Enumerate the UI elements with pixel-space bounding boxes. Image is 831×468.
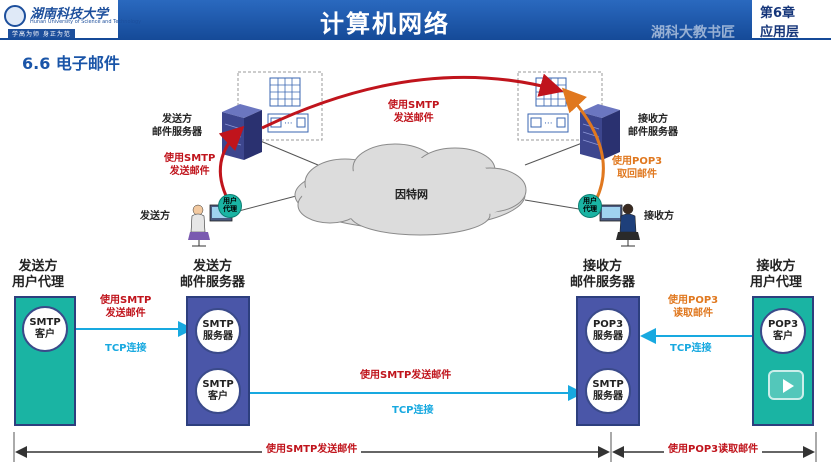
logo-chinese-name: 湖南科技大学 [30,7,109,22]
pop3-retrieve-arrow [561,87,605,201]
logo-english-name: Hunan University of Science and Technolo… [30,19,142,25]
network-links [234,139,591,213]
span-right-label: 使用POP3读取邮件 [664,444,763,457]
section-title: 6.6 电子邮件 [22,54,120,73]
header-bar [0,0,831,40]
sender-agent-badge: 用户代理 [218,194,242,218]
sender-server-label: 发送方邮件服务器 [152,114,202,138]
chapter-name: 应用层 [760,25,800,40]
university-logo-icon [4,5,26,27]
arrow2-conn: TCP连接 [392,405,434,416]
smtp-submit-arrow [218,125,245,201]
sender-label: 发送方 [140,211,170,222]
chapter-box [752,0,831,40]
play-triangle [783,379,794,393]
user-computer-icon [599,203,640,247]
server-icon [222,104,262,160]
server-icon [580,104,620,160]
col2-title: 发送方邮件服务器 [180,259,246,291]
span-left-label: 使用SMTP发送邮件 [262,444,362,457]
receiver-server-label: 接收方邮件服务器 [628,114,678,138]
university-logo: 湖南科技大学 Hunan University of Science and T… [0,0,141,40]
col3-title: 接收方邮件服务器 [570,259,636,291]
watermark: 湖科大教书匠 [651,25,735,41]
arrow3-conn: TCP连接 [670,343,712,354]
col1-title: 发送方用户代理 [12,259,65,291]
receiver-label: 接收方 [644,211,674,222]
chapter-number: 第6章 [760,6,796,21]
svg-text:···: ··· [284,119,293,129]
page-title: 计算机网络 [320,10,450,38]
receiver-agent-badge: 用户代理 [578,194,602,218]
col4-title: 接收方用户代理 [750,259,803,291]
arrow1-conn: TCP连接 [105,343,147,354]
svg-text:···: ··· [544,119,553,129]
smtp-transfer-arrow [261,73,564,130]
play-icon[interactable] [768,370,804,400]
receiver-agent-text: 用户代理 [583,197,597,213]
arrow2-label: 使用SMTP发送邮件 [360,370,452,381]
sender-agent-text: 用户代理 [223,197,237,213]
logo-motto: 学高为师 身正为范 [8,29,75,38]
internet-label: 因特网 [395,188,428,201]
